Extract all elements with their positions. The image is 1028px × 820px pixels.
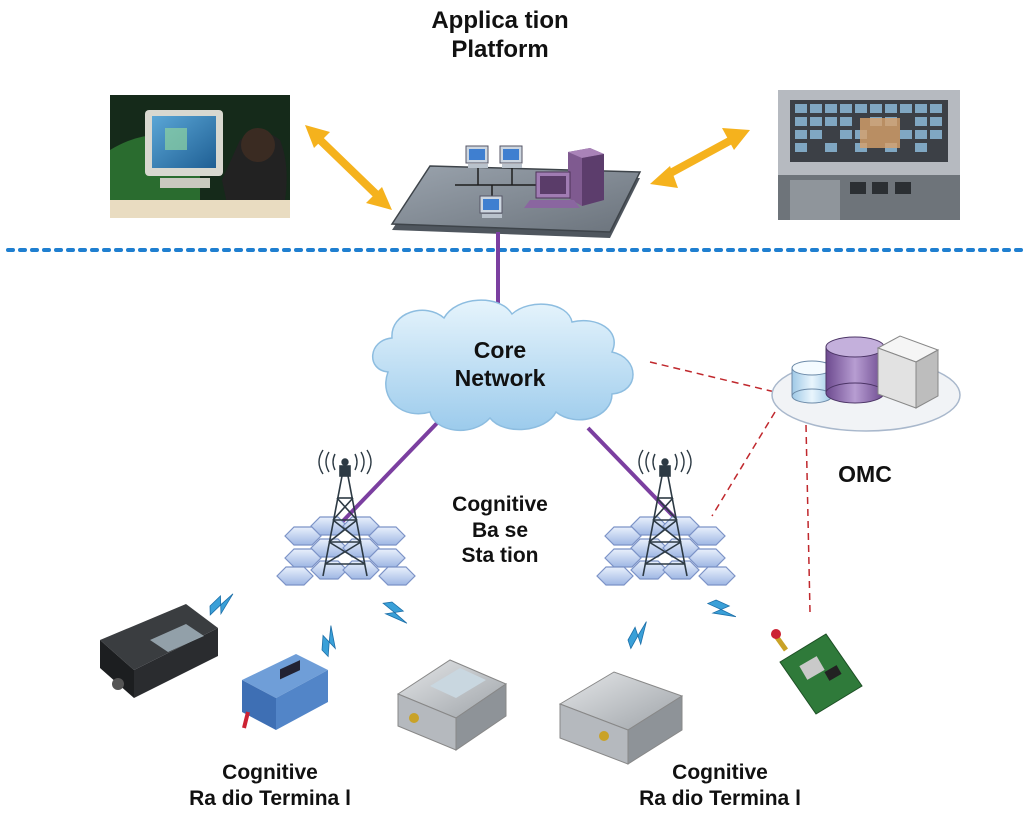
grey-radio-box-terminal (396, 659, 508, 751)
rugged-modem-terminal (100, 604, 218, 698)
large-database-icon (825, 336, 885, 404)
core-network-label-line: Core (473, 337, 527, 363)
application-platform-label-line: Applica tion (431, 7, 569, 34)
cognitive-base-station-label-line: Ba se (471, 518, 529, 542)
double-arrow-right (650, 128, 750, 188)
core-network-cloud (371, 299, 634, 432)
green-circuit-board-terminal (771, 629, 863, 715)
cognitive-base-station-label-line: Sta tion (461, 544, 539, 568)
omc-database-icon (771, 335, 961, 432)
user-workstation-photo (110, 95, 290, 218)
omc-links (649, 361, 811, 613)
control-room-photo (778, 90, 960, 220)
cognitive-radio-terminal-label-line: Ra dio Termina l (189, 786, 351, 810)
core-network-label: Core Network (420, 336, 580, 392)
application-platform-label: Applica tion Platform (380, 6, 620, 65)
cognitive-radio-terminal-label-line: Cognitive (672, 761, 768, 784)
signal-waves-icon (318, 449, 372, 475)
workstation-icon (465, 145, 489, 168)
cognitive-radio-terminal-label-line: Cognitive (222, 761, 318, 784)
workstation-icon (479, 195, 503, 218)
cognitive-radio-terminal-label-left: Cognitive Ra dio Termina l (140, 760, 400, 811)
cognitive-radio-terminal-label-line: Ra dio Termina l (639, 786, 801, 810)
wireless-link-icon (379, 596, 411, 631)
core-network-label-line: Network (454, 365, 546, 392)
radio-tower-icon (642, 465, 688, 577)
signal-waves-icon (638, 449, 692, 475)
blue-radio-module-terminal (242, 654, 328, 730)
base-station-left (276, 449, 416, 586)
omc-label-text: OMC (838, 461, 892, 487)
wireless-link-icon (316, 623, 343, 659)
radio-tower-icon (322, 465, 368, 577)
application-platform-icon (390, 145, 642, 238)
omc-label: OMC (820, 460, 910, 488)
double-arrow-left (305, 125, 392, 210)
grey-radio-box-terminal (558, 671, 684, 765)
server-box-icon (876, 335, 940, 409)
wireless-link-icon (204, 589, 239, 619)
cognitive-base-station-label: Cognitive Ba se Sta tion (410, 492, 590, 569)
wireless-link-icon (621, 618, 656, 652)
workstation-icon (499, 145, 523, 168)
cognitive-radio-terminal-label-right: Cognitive Ra dio Termina l (590, 760, 850, 811)
server-icon (524, 148, 604, 208)
wireless-link-icon (704, 593, 739, 627)
small-database-icon (791, 360, 833, 404)
application-platform-label-line: Platform (451, 36, 549, 64)
base-station-right (596, 449, 736, 586)
cognitive-base-station-label-line: Cognitive (452, 493, 548, 516)
